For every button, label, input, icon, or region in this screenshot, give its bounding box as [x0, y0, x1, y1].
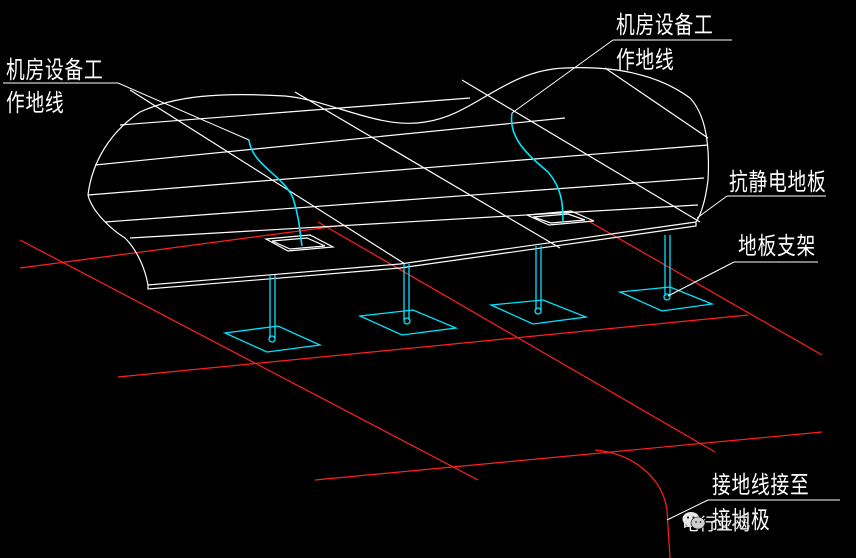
grid-line	[19, 239, 479, 481]
label-floor-support: 地板支架	[738, 232, 816, 260]
grid-line	[117, 314, 749, 378]
floor-outline-bottom	[87, 194, 697, 286]
label-ground-wire-left-1: 机房设备工	[6, 56, 104, 84]
leader-support	[667, 261, 735, 297]
floor-grid-line	[129, 89, 406, 265]
label-ground-wire-right-1: 机房设备工	[616, 11, 714, 39]
label-ground-wire-right-2: 作地线	[616, 46, 675, 74]
floor-grid-line	[94, 117, 566, 166]
ground-wire-left	[248, 139, 303, 247]
floor-grid-line	[119, 97, 471, 126]
floor-outline-top	[87, 67, 710, 223]
antistatic-floor	[87, 67, 710, 290]
floor-grid-line	[604, 67, 709, 139]
ground-wire-curve	[594, 449, 671, 558]
floor-edge	[147, 222, 697, 290]
floor-grid-line	[461, 79, 701, 223]
leader-lines	[3, 39, 840, 521]
grid-line	[19, 224, 346, 269]
cable-opening-left-inner	[271, 237, 326, 250]
floor-grid-line	[104, 177, 705, 223]
leader-floor	[696, 195, 728, 219]
support-stand	[357, 264, 459, 336]
support-stand	[222, 275, 323, 353]
floor-supports	[222, 235, 715, 353]
cable-opening-right	[524, 210, 595, 226]
leader-ground	[666, 499, 709, 521]
equipment-ground-wires	[248, 112, 564, 247]
ground-grid	[19, 221, 823, 558]
floor-grid-line	[294, 91, 561, 249]
cable-opening-left	[263, 234, 336, 252]
support-stand	[488, 246, 589, 325]
label-ground-wire-left-2: 作地线	[6, 89, 65, 117]
label-ground-connect-1: 接地线接至	[712, 471, 810, 499]
label-ground-connect-2: 接地极	[712, 506, 771, 534]
support-stand	[617, 235, 715, 312]
floor-grid-line	[129, 204, 699, 239]
cable-opening-right-inner	[532, 213, 586, 224]
grid-line	[314, 431, 823, 481]
floor-grid-line	[87, 144, 709, 196]
grid-line	[589, 221, 823, 356]
wechat-icon	[682, 512, 706, 530]
label-antistatic-floor: 抗静电地板	[729, 168, 827, 196]
watermark: 电行业网	[682, 511, 750, 535]
leader-left	[117, 82, 250, 141]
leader-right	[511, 39, 614, 114]
grid-line	[317, 221, 716, 453]
ground-wire-right	[510, 112, 564, 222]
